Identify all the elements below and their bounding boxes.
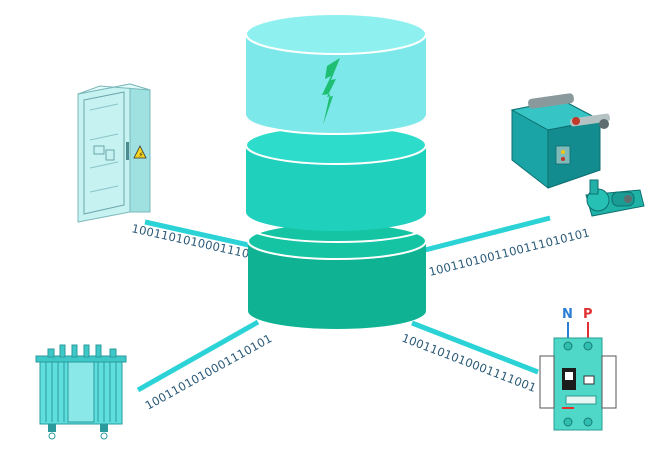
electrical-cabinet-icon: ⚡ — [77, 83, 151, 223]
industrial-machinery-icon — [510, 93, 645, 217]
link-line-breaker — [411, 320, 539, 375]
database-stack — [245, 13, 427, 329]
circuit-breaker-icon: N P — [539, 307, 617, 431]
binary-label-transformer: 1001101010001110101 — [143, 331, 275, 412]
binary-label-machinery: 1001101001100111010101 — [427, 225, 591, 279]
link-line-machinery — [424, 215, 551, 253]
transformer-icon — [35, 344, 127, 440]
connection-lines — [136, 215, 551, 393]
database-middle-segment — [245, 125, 427, 243]
warning-sign-icon — [133, 145, 147, 159]
neutral-label: N — [562, 307, 573, 322]
link-line-cabinet — [144, 219, 263, 251]
link-line-transformer — [136, 319, 260, 393]
svg-text:⚡: ⚡ — [139, 151, 144, 159]
phase-label: P — [583, 307, 593, 322]
pump-icon — [585, 179, 645, 217]
database-top-segment — [245, 13, 427, 135]
database-bottom-segment — [247, 222, 427, 329]
lightning-bolt-icon — [322, 58, 340, 125]
